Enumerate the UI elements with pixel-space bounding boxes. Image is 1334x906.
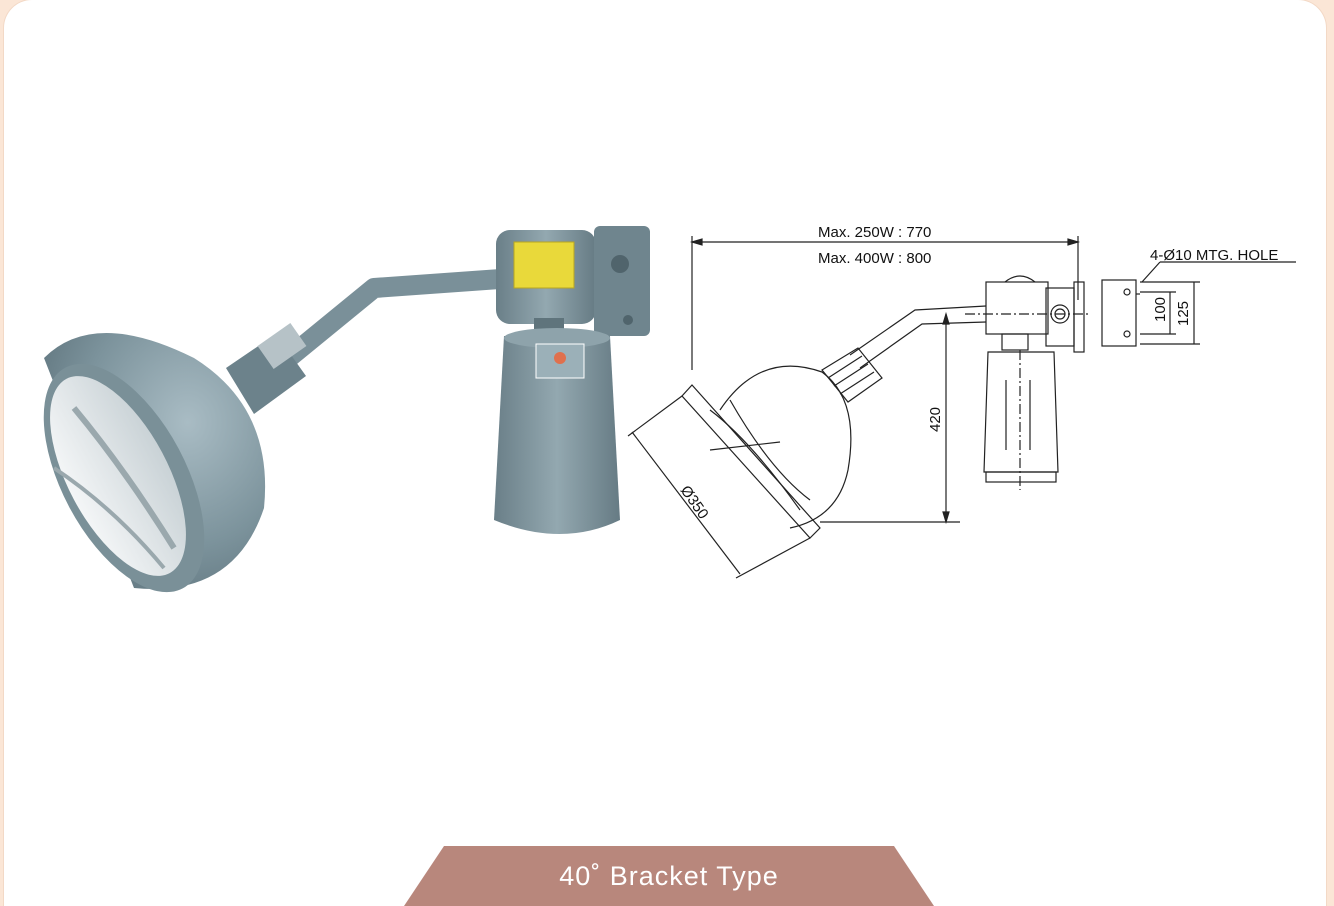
caption-title: 40˚ Bracket Type (559, 861, 779, 891)
dim-diameter: Ø350 (677, 483, 712, 523)
dim-length-400w: Max. 400W : 800 (818, 250, 931, 267)
fixture-photo (43, 226, 650, 593)
dimension-drawing: Max. 250W : 770 Max. 400W : 800 4-Ø10 MT… (627, 224, 1296, 579)
dim-125: 125 (1175, 301, 1192, 326)
dim-length-250w: Max. 250W : 770 (818, 224, 931, 241)
dim-100: 100 (1152, 297, 1169, 322)
dim-mounting-hole: 4-Ø10 MTG. HOLE (1150, 247, 1278, 264)
caption-banner (404, 846, 934, 906)
dim-height: 420 (927, 407, 944, 432)
